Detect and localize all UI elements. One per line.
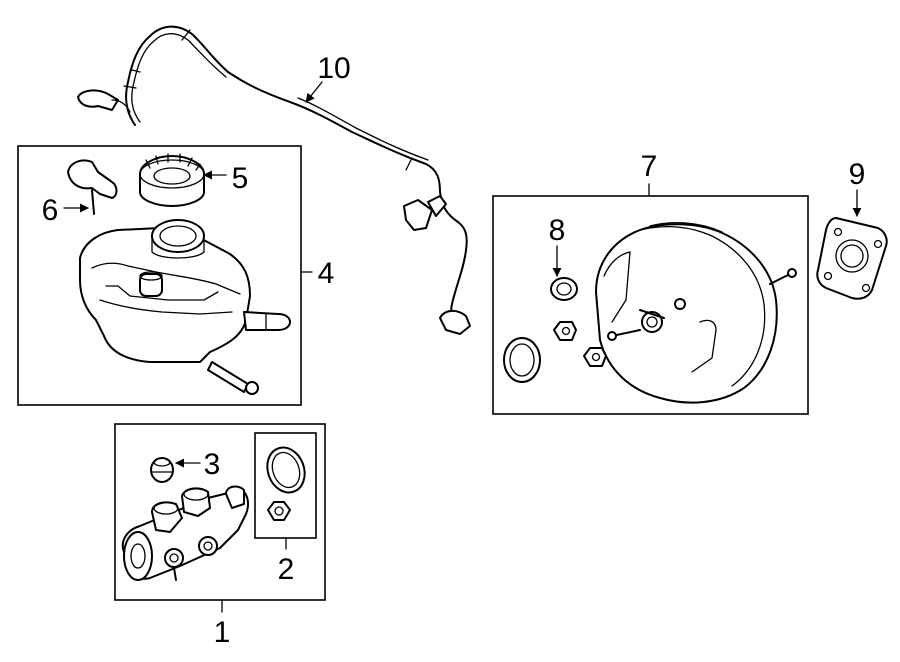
callout-9: 9 — [849, 158, 866, 191]
reservoir-cap — [139, 153, 205, 207]
master-cylinder-group-box — [114, 423, 326, 601]
callout-4: 4 — [318, 257, 335, 290]
callout-8: 8 — [549, 214, 566, 247]
booster-group-box — [492, 195, 809, 415]
callout-2: 2 — [278, 553, 295, 586]
booster-nut-1 — [553, 321, 577, 341]
level-sensor — [67, 159, 118, 215]
callout-1: 1 — [214, 616, 231, 649]
callout-5: 5 — [232, 162, 249, 195]
master-cylinder — [121, 485, 249, 581]
reservoir — [79, 219, 291, 395]
reservoir-group-box — [17, 145, 302, 406]
check-valve-grommet — [550, 277, 578, 301]
callout-3: 3 — [204, 448, 221, 481]
vacuum-hose — [77, 25, 471, 335]
callout-6: 6 — [42, 194, 59, 227]
seal-kit — [266, 446, 306, 521]
callout-7: 7 — [641, 150, 658, 183]
booster-gasket — [816, 217, 888, 300]
reservoir-grommet — [150, 457, 174, 483]
callout-leaders — [63, 81, 862, 613]
booster-nut-2 — [583, 347, 607, 367]
brake-booster — [595, 222, 797, 404]
booster-seal-ring — [503, 337, 541, 383]
callout-10: 10 — [317, 52, 350, 85]
